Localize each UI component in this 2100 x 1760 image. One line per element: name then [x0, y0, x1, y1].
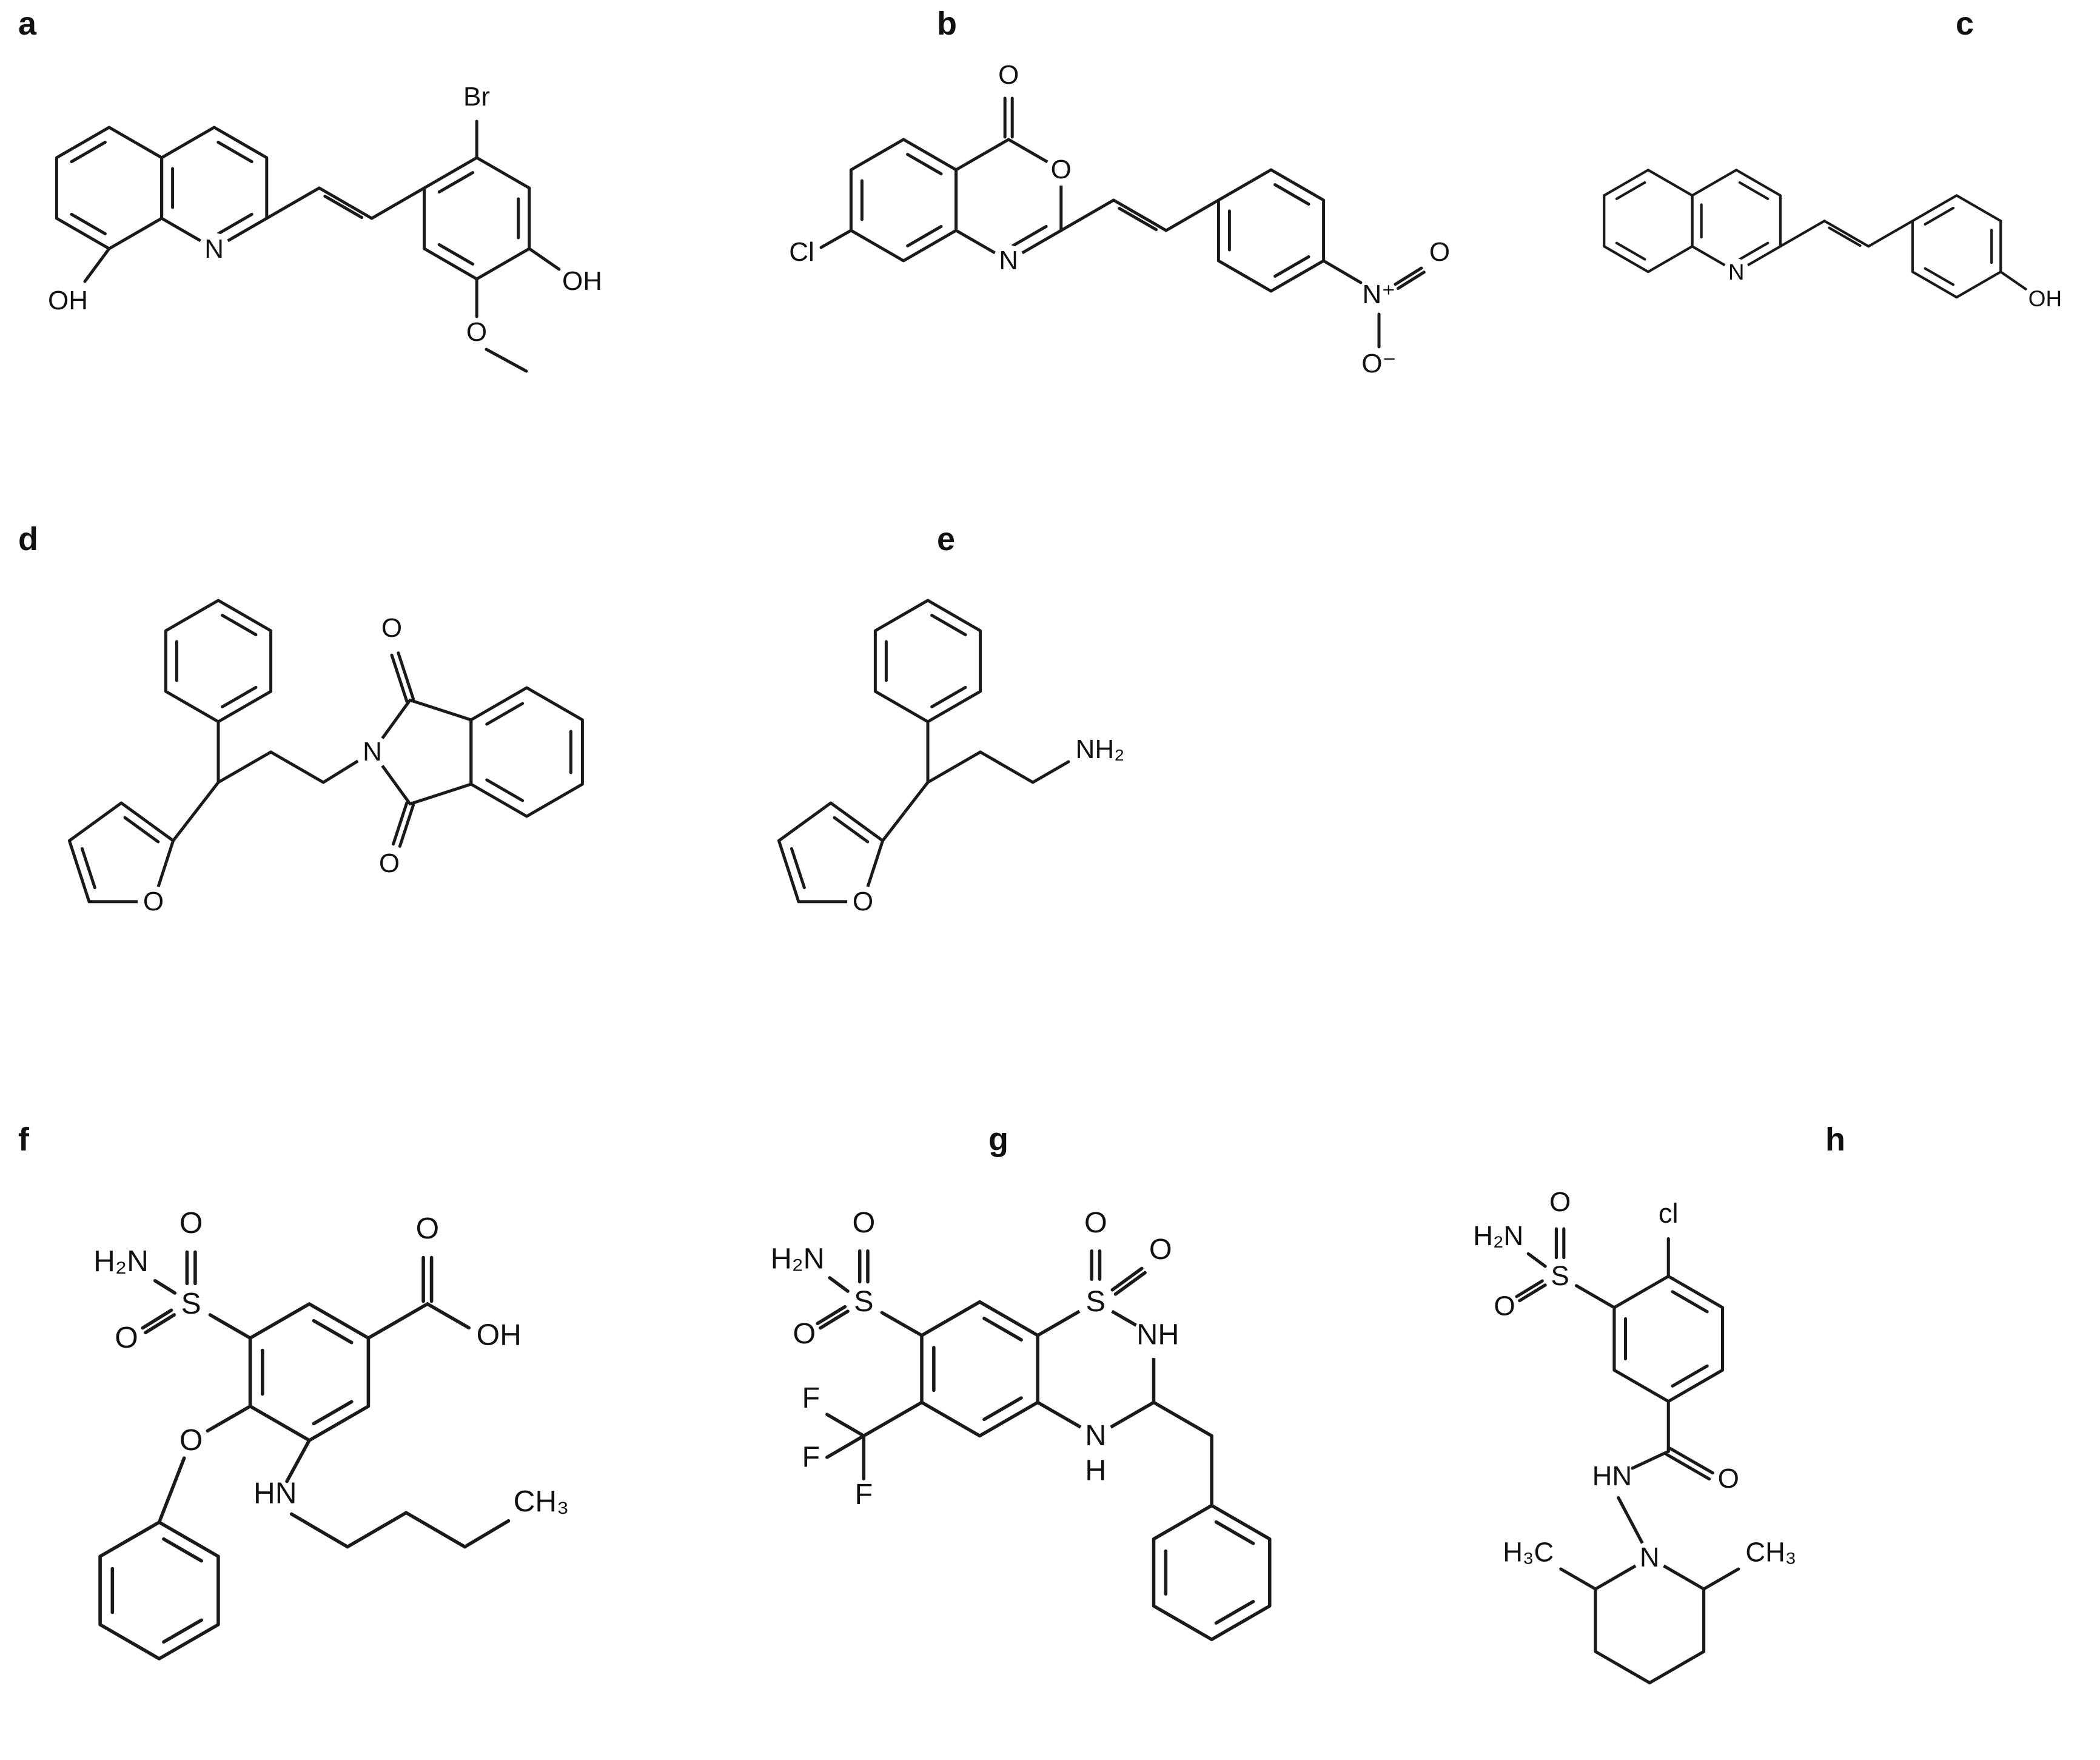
atom-label-phenol-oh: OH — [562, 266, 602, 296]
atom-label-fluorine-2: F — [802, 1440, 820, 1473]
atom-label-ring-oxygen: O — [1051, 155, 1072, 184]
molecule-e-drawing: O NH₂ — [777, 599, 1125, 918]
molecule-c-structure: N OH — [1603, 169, 2062, 311]
panel-label-f: f — [18, 1121, 29, 1158]
atom-label-ring-nitrogen: N — [1728, 260, 1745, 284]
atom-label-amide-hn: HN — [1592, 1460, 1632, 1491]
molecule-g-structure: H₂N S O O S O O NH N H F F F — [771, 1206, 1272, 1642]
atom-label-amide-oxygen: O — [1718, 1463, 1739, 1494]
atom-label-ring-nitrogen: N — [1085, 1419, 1106, 1452]
atom-label-chlorine: Cl — [789, 237, 814, 267]
atom-label-furan-oxygen: O — [143, 887, 164, 916]
atom-label-methyl-right: CH₃ — [1745, 1537, 1796, 1568]
atom-label-nitro-nitrogen: N⁺ — [1363, 280, 1396, 309]
atom-label-sulfonyl-oxygen-left: O — [793, 1317, 816, 1350]
panel-label-e: e — [937, 521, 956, 557]
atom-label-sulfonyl-oxygen-top: O — [1549, 1189, 1571, 1217]
atom-label-sulfur: S — [1551, 1260, 1569, 1291]
atom-label-ring-sulfonyl-oxygen-top: O — [1084, 1206, 1107, 1239]
atom-label-methoxy-oxygen: O — [466, 317, 487, 347]
atom-label-acid-oh: OH — [477, 1318, 522, 1352]
molecule-a-drawing: N OH Br OH O — [48, 82, 602, 373]
atom-label-furan-oxygen: O — [853, 887, 873, 916]
atom-label-quinolinol-oh: OH — [48, 286, 88, 315]
atom-label-fluorine-3: F — [855, 1478, 873, 1511]
atom-label-piperidine-nitrogen: N — [1640, 1542, 1660, 1573]
atom-label-sulfonamide-nh2: H₂N — [771, 1242, 825, 1275]
molecule-d-drawing: O N O O — [67, 599, 584, 918]
atom-label-phenol-oh: OH — [2028, 286, 2062, 311]
molecule-c-drawing: N OH — [1603, 169, 2062, 311]
atom-label-carbonyl-oxygen: O — [998, 60, 1019, 90]
panel-label-b: b — [937, 5, 957, 42]
atom-label-sulfonamide-nh2: H₂N — [1473, 1220, 1523, 1251]
panel-label-g: g — [988, 1121, 1008, 1158]
atom-label-methyl-left: H₃C — [1503, 1537, 1554, 1568]
atom-label-ring-nh-hydrogen: H — [1085, 1454, 1106, 1486]
atom-label-amine-hn: HN — [253, 1477, 297, 1510]
atom-label-ether-oxygen: O — [179, 1423, 203, 1457]
molecule-h-drawing: H₂N S O O cl O HN N H₃C CH₃ — [1473, 1189, 1796, 1685]
molecule-a-structure: N OH Br OH O — [48, 82, 602, 373]
atom-label-sulfonyl-oxygen-top: O — [179, 1206, 203, 1240]
molecule-b-structure: O O N Cl N⁺ O O⁻ — [789, 60, 1450, 378]
atom-label-imide-nitrogen: N — [363, 737, 382, 767]
molecule-g-drawing: H₂N S O O S O O NH N H F F F — [771, 1206, 1272, 1642]
atom-label-sulfonamide-nh2: H₂N — [93, 1244, 149, 1278]
atom-label-sulfur: S — [181, 1287, 201, 1320]
atom-label-nitro-oxygen: O — [1429, 237, 1450, 267]
molecule-h-structure: H₂N S O O cl O HN N H₃C CH₃ — [1473, 1189, 1796, 1685]
panel-label-d: d — [18, 521, 38, 557]
atom-label-sulfonyl-oxygen-top: O — [852, 1206, 875, 1239]
panel-label-c: c — [1956, 5, 1974, 42]
atom-label-carbonyl-oxygen-bottom: O — [379, 848, 400, 878]
molecule-f-structure: H₂N S O O O OH O HN CH₃ — [93, 1206, 569, 1661]
atom-label-chlorine: cl — [1659, 1198, 1679, 1229]
molecule-f-drawing: H₂N S O O O OH O HN CH₃ — [93, 1206, 569, 1661]
atom-label-acid-oxygen: O — [416, 1212, 440, 1245]
molecule-d-structure: O N O O — [67, 599, 584, 918]
atom-label-amine: NH₂ — [1076, 734, 1125, 764]
atom-label-ring-sulfur: S — [1086, 1285, 1105, 1318]
molecule-e-structure: O NH₂ — [777, 599, 1125, 918]
atom-label-sulfonamide-sulfur: S — [854, 1285, 873, 1318]
atom-label-ring-sulfonyl-oxygen-right: O — [1149, 1233, 1172, 1266]
panel-label-a: a — [18, 5, 37, 42]
panel-label-h: h — [1825, 1121, 1845, 1158]
atom-label-ring-nitrogen: N — [204, 234, 224, 264]
atom-label-butyl-methyl: CH₃ — [514, 1485, 569, 1518]
molecule-b-drawing: O O N Cl N⁺ O O⁻ — [789, 60, 1450, 378]
atom-label-nitro-oxide: O⁻ — [1361, 349, 1396, 378]
atom-label-sulfonyl-oxygen-left: O — [115, 1321, 138, 1354]
atom-label-fluorine-1: F — [802, 1382, 820, 1414]
atom-label-carbonyl-oxygen-top: O — [381, 613, 402, 643]
atom-label-sulfonyl-oxygen-left: O — [1494, 1290, 1515, 1321]
atom-label-ring-nitrogen: N — [999, 246, 1018, 275]
atom-label-bromine: Br — [463, 82, 490, 112]
atom-label-ring-nh: NH — [1136, 1318, 1179, 1351]
